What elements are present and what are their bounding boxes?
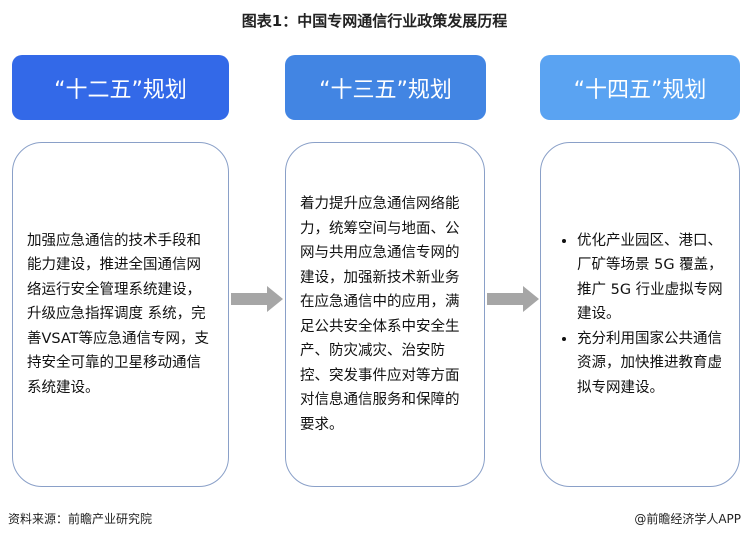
stage-box-13th: 着力提升应急通信网络能力，统筹空间与地面、公网与共用应急通信专网的建设，加强新技… bbox=[285, 142, 485, 487]
stage-box-12th: 加强应急通信的技术手段和能力建设，推进全国通信网络运行安全管理系统建设，升级应急… bbox=[12, 142, 229, 487]
source-note: 资料来源：前瞻产业研究院 bbox=[8, 512, 153, 526]
bullet-item: 优化产业园区、港口、厂矿等场景 5G 覆盖，推广 5G 行业虚拟专网建设。 bbox=[577, 229, 725, 327]
stage-header-13th: “十三五”规划 bbox=[285, 55, 486, 120]
arrow-right-icon bbox=[487, 286, 539, 312]
stage-header-14th: “十四五”规划 bbox=[540, 55, 740, 120]
stage-text: 加强应急通信的技术手段和能力建设，推进全国通信网络运行安全管理系统建设，升级应急… bbox=[27, 232, 210, 396]
brand-credit: @前瞻经济学人APP bbox=[634, 512, 741, 526]
stage-text: 着力提升应急通信网络能力，统筹空间与地面、公网与共用应急通信专网的建设，加强新技… bbox=[300, 196, 460, 433]
bullet-item: 充分利用国家公共通信资源，加快推进教育虚拟专网建设。 bbox=[577, 327, 725, 401]
chart-title: 图表1：中国专网通信行业政策发展历程 bbox=[241, 12, 508, 30]
stage-box-14th: 优化产业园区、港口、厂矿等场景 5G 覆盖，推广 5G 行业虚拟专网建设。 充分… bbox=[540, 142, 740, 487]
arrow-right-icon bbox=[231, 286, 283, 312]
stage-header-12th: “十二五”规划 bbox=[12, 55, 229, 120]
